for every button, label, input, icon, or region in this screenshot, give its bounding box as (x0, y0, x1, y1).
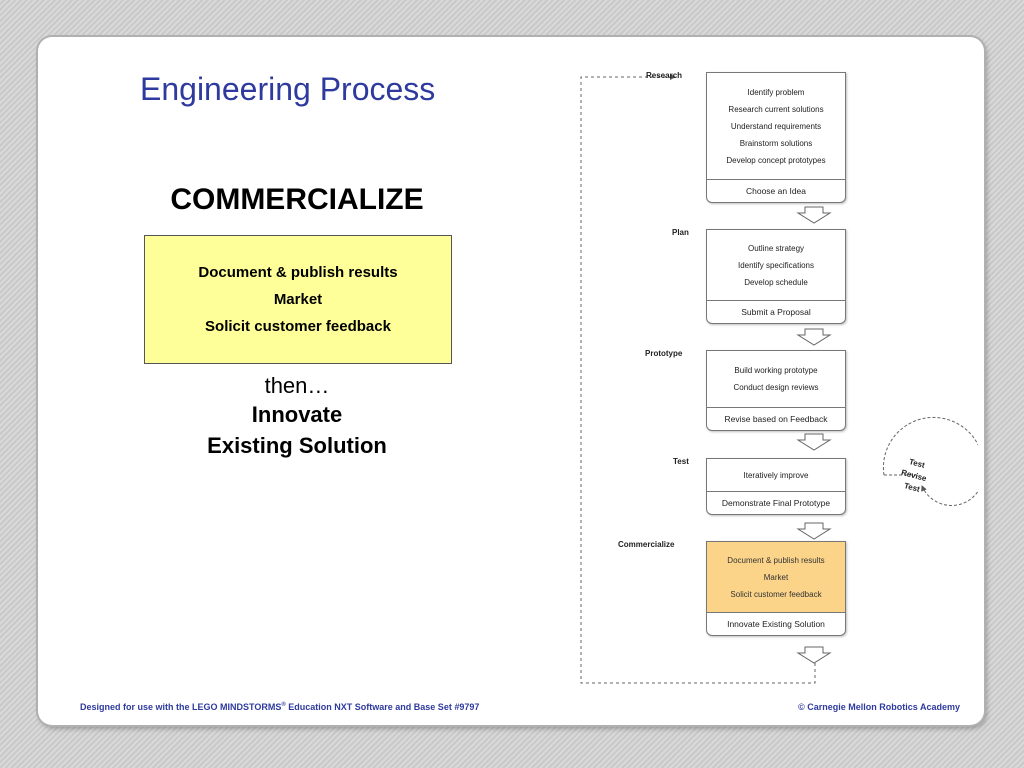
stage-item: Develop schedule (744, 277, 808, 287)
stage-item: Brainstorm solutions (739, 138, 813, 148)
stage-item: Develop concept prototypes (726, 155, 826, 165)
stage-item: Solicit customer feedback (730, 589, 822, 599)
stage-label-prototype: Prototype (645, 349, 683, 358)
stage-label-research: Research (646, 71, 683, 80)
registered-mark: ® (281, 702, 286, 708)
stage-box-plan: Outline strategy Identify specifications… (706, 229, 846, 324)
slide-title: Engineering Process (140, 71, 436, 107)
commercialize-box: Document & publish results Market Solici… (144, 235, 452, 364)
footer-left-text-2: Education NXT Software and Base Set #979… (285, 702, 480, 712)
stage-item: Identify specifications (737, 260, 815, 270)
existing-solution-text: Existing Solution (207, 433, 387, 458)
stage-item: Conduct design reviews (733, 383, 819, 392)
down-arrow (796, 522, 832, 540)
then-text: then… (264, 373, 330, 398)
box-item: Solicit customer feedback (205, 318, 391, 335)
innovate-text: Innovate (251, 402, 343, 427)
box-item: Market (273, 291, 323, 308)
stage-result: Choose an Idea (745, 186, 807, 196)
stage-item: Outline strategy (747, 243, 805, 253)
stage-item: Iteratively improve (743, 470, 809, 480)
engineering-process-flowchart: Research Identify problem Research curre… (578, 67, 978, 727)
footer-left: Designed for use with the LEGO MINDSTORM… (80, 702, 479, 712)
test-loop-arc (921, 485, 978, 506)
stage-box-prototype: Build working prototype Conduct design r… (706, 350, 846, 431)
stage-result: Revise based on Feedback (724, 414, 828, 424)
stage-item: Research current solutions (728, 104, 824, 114)
stage-item: Build working prototype (734, 366, 818, 375)
stage-result: Demonstrate Final Prototype (721, 498, 831, 508)
stage-box-commercialize: Document & publish results Market Solici… (706, 541, 846, 636)
slide: Engineering Process COMMERCIALIZE Docume… (38, 37, 984, 725)
stage-item: Understand requirements (730, 121, 822, 131)
section-heading: COMMERCIALIZE (170, 183, 424, 216)
stage-item: Market (763, 572, 789, 582)
test-loop-arc (882, 416, 978, 476)
stage-label-commercialize: Commercialize (618, 540, 675, 549)
box-item: Document & publish results (198, 264, 398, 281)
feedback-loop-line (580, 74, 816, 684)
down-arrow (796, 433, 832, 451)
footer-copyright: © Carnegie Mellon Robotics Academy (798, 702, 960, 712)
stage-label-test: Test (673, 457, 689, 466)
then-block: then… Innovate Existing Solution (38, 373, 556, 461)
down-arrow (796, 328, 832, 346)
stage-item: Identify problem (747, 87, 805, 97)
stage-item: Document & publish results (727, 555, 825, 565)
stage-box-test: Iteratively improve Demonstrate Final Pr… (706, 458, 846, 515)
stage-box-research: Identify problem Research current soluti… (706, 72, 846, 203)
stage-result: Submit a Proposal (741, 307, 811, 317)
stage-label-plan: Plan (672, 228, 689, 237)
footer-left-text: Designed for use with the LEGO MINDSTORM… (80, 702, 282, 712)
down-arrow (796, 646, 832, 664)
flow-connectors (580, 74, 978, 684)
stage-result: Innovate Existing Solution (727, 619, 825, 629)
down-arrow (796, 206, 832, 224)
